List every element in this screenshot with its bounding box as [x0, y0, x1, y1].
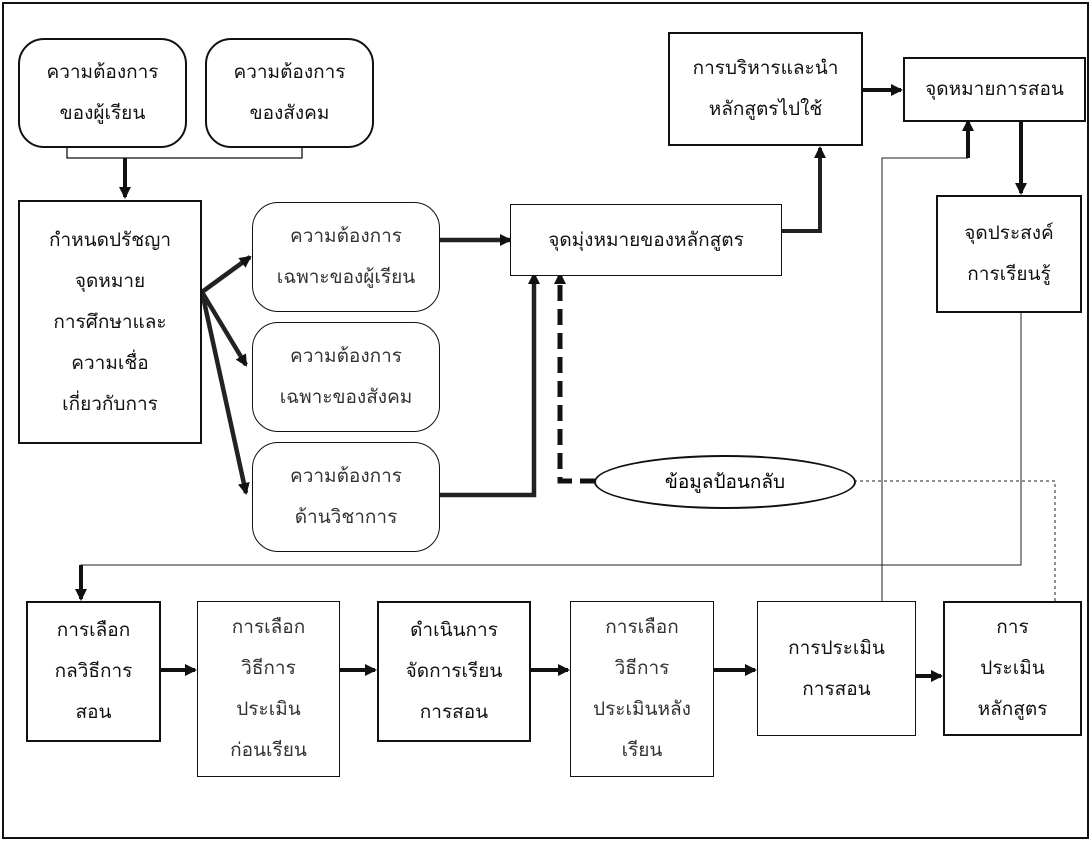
node-teaching-goals: จุดหมายการสอน	[903, 57, 1086, 122]
merge-bracket	[66, 147, 303, 159]
feedback-eval-to-goals	[881, 157, 968, 602]
node-select-post-eval: การเลือก วิธีการ ประเมินหลัง เรียน	[570, 601, 714, 777]
arrow-aims-to-admin	[782, 146, 826, 233]
node-label: ความต้องการ ของสังคม	[233, 61, 346, 124]
node-label: จุดหมายการสอน	[925, 78, 1064, 100]
node-label: ความต้องการ เฉพาะของสังคม	[279, 345, 413, 408]
node-specific-learner-needs: ความต้องการ เฉพาะของผู้เรียน	[252, 202, 440, 312]
node-specific-society-needs: ความต้องการ เฉพาะของสังคม	[252, 322, 440, 432]
node-select-strategy: การเลือก กลวิธีการ สอน	[26, 601, 161, 742]
arrow-to-specific-society	[200, 290, 248, 367]
node-curriculum-admin: การบริหารและนำ หลักสูตรไปใช้	[668, 32, 863, 146]
node-feedback: ข้อมูลป้อนกลับ	[594, 455, 856, 509]
node-label: จุดมุ่งหมายของหลักสูตร	[548, 228, 744, 251]
node-label: ความต้องการ เฉพาะของผู้เรียน	[276, 225, 416, 288]
arrow-academic-to-aims	[440, 272, 540, 498]
node-label: การบริหารและนำ หลักสูตรไปใช้	[692, 57, 839, 120]
node-label: ความต้องการ ของผู้เรียน	[46, 61, 159, 124]
node-philosophy: กำหนดปรัชญา จุดหมาย การศึกษาและ ความเชื่…	[18, 200, 202, 444]
node-label: การเลือก วิธีการ ประเมินหลัง เรียน	[593, 616, 691, 761]
node-label: การเลือก กลวิธีการ สอน	[54, 619, 133, 723]
node-academic-needs: ความต้องการ ด้านวิชาการ	[252, 442, 440, 552]
node-label: การประเมิน การสอน	[788, 636, 885, 700]
node-label: ข้อมูลป้อนกลับ	[664, 470, 786, 493]
node-label: จุดประสงค์ การเรียนรู้	[964, 222, 1054, 285]
feedback-dashed-arrow	[554, 272, 596, 484]
node-select-pre-eval: การเลือก วิธีการ ประเมิน ก่อนเรียน	[197, 601, 340, 777]
node-learner-needs: ความต้องการ ของผู้เรียน	[18, 38, 187, 148]
node-label: ความต้องการ ด้านวิชาการ	[290, 465, 402, 528]
node-curriculum-eval: การ ประเมิน หลักสูตร	[943, 601, 1082, 736]
node-label: การเลือก วิธีการ ประเมิน ก่อนเรียน	[230, 616, 307, 761]
node-learning-objectives: จุดประสงค์ การเรียนรู้	[936, 195, 1082, 313]
arrow-to-academic	[199, 291, 250, 495]
node-curriculum-aims: จุดมุ่งหมายของหลักสูตร	[510, 204, 782, 276]
curriculum-eval-feedback	[854, 480, 1056, 602]
objectives-to-strategy-line	[80, 313, 1022, 598]
node-conduct-teaching: ดำเนินการ จัดการเรียน การสอน	[377, 601, 531, 742]
node-society-needs: ความต้องการ ของสังคม	[205, 38, 374, 148]
node-label: กำหนดปรัชญา จุดหมาย การศึกษาและ ความเชื่…	[48, 228, 172, 415]
node-label: การ ประเมิน หลักสูตร	[977, 616, 1048, 720]
arrow-to-specific-learner	[200, 255, 252, 294]
node-label: ดำเนินการ จัดการเรียน การสอน	[405, 619, 503, 723]
node-teaching-eval: การประเมิน การสอน	[757, 601, 916, 736]
